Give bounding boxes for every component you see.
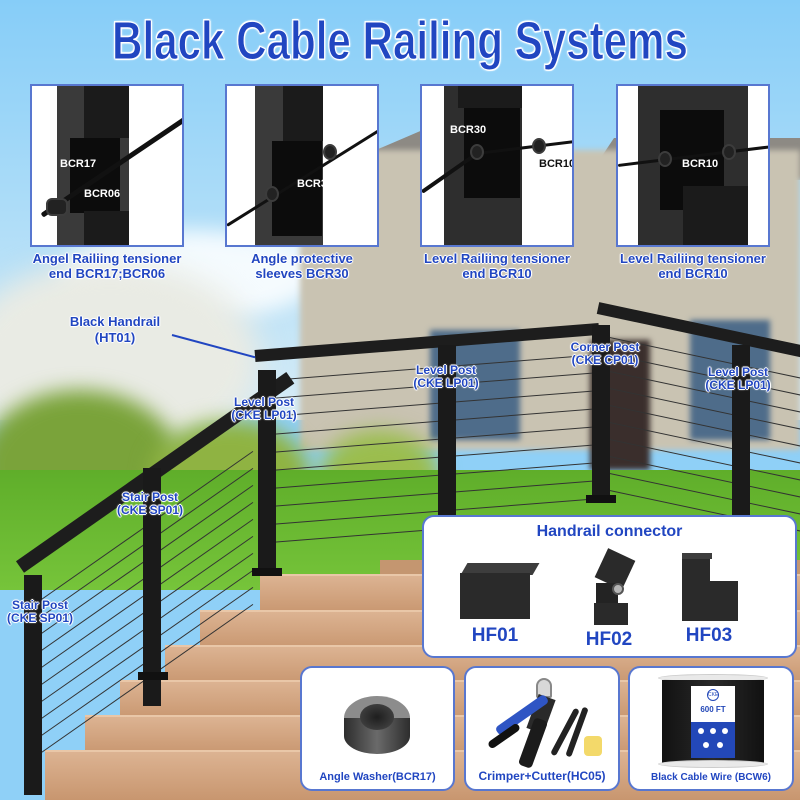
post-face [84,86,129,138]
callout-line: (CKE LP01) [231,408,297,422]
callout-line: (HT01) [94,330,136,345]
tensioner-end [532,138,546,154]
callout-line: Stair Post [11,598,68,612]
detail-panel-bcr30-bcr10: BCR30 BCR10 [420,84,574,247]
part-label: BCR10 [539,158,574,170]
callout-stair-post-2: Stair Post (CKE SP01) [110,491,190,517]
product-label: Black Cable Wire (BCW6) [651,772,771,783]
swivel-pin [612,583,624,595]
detail-caption: Angel Railiing tensioner end BCR17;BCR06 [7,251,207,281]
caption-line: end BCR10 [658,266,728,281]
washer-icon [344,696,410,758]
callout-line: Level Post [707,365,769,379]
corner-post [592,325,610,500]
part-label: BCR30 [297,178,334,190]
level-post-2 [438,345,456,520]
connector-label: HF03 [685,625,733,646]
callout-line: (CKE SP01) [6,611,74,625]
post-base [252,568,282,576]
callout-level-post-1: Level Post (CKE LP01) [222,396,306,422]
protective-sleeve [265,186,279,202]
caption-line: sleeves BCR30 [255,266,349,281]
tensioner-end [658,151,672,167]
feature-icon [710,728,716,734]
gloves [584,736,602,756]
detail-panel-bcr30: BCR30 [225,84,379,247]
detail-caption: Level Railiing tensioner end BCR10 [593,251,793,281]
product-card-angle-washer: Angle Washer(BCR17) [300,666,455,791]
post-face [283,86,323,141]
detail-caption: Angle protective sleeves BCR30 [202,251,402,281]
l-vertical [682,557,710,621]
tensioner-end [722,144,736,160]
callout-line: (CKE CP01) [571,353,639,367]
post-face [683,186,748,245]
part-label: BCR30 [450,124,487,136]
stair-post-2 [143,468,161,706]
cable-spool-icon: CKE 600 FT [658,674,768,770]
callout-line: (CKE LP01) [705,378,771,392]
level-post-1 [258,370,276,575]
callout-line: Black Handrail [69,314,161,329]
product-card-cable-wire: CKE 600 FT Black Cable Wire (BCW6) [628,666,794,791]
caption-line: Angle protective [251,251,353,266]
post-base [586,495,616,503]
callout-line: Corner Post [570,340,640,354]
l-top [682,553,712,559]
detail-panel-bcr17-bcr06: BCR17 BCR06 [30,84,184,247]
callout-corner-post: Corner Post (CKE CP01) [560,341,650,367]
tensioner-end [46,198,68,216]
post-face [84,211,129,245]
page-title: Black Cable Railing Systems [112,11,689,72]
handrail-connector-card: Handrail connector HF01 HF02 HF03 [422,515,797,658]
callout-handrail: Black Handrail (HT01) [40,314,190,346]
caption-line: end BCR17;BCR06 [48,266,166,281]
spool-length: 600 FT [700,705,726,714]
callout-line: Level Post [415,363,477,377]
callout-line: Level Post [233,395,295,409]
detail-caption: Level Railiing tensioner end BCR10 [397,251,597,281]
part-label: BCR17 [60,158,97,170]
level-post-3 [732,345,750,515]
l-horizontal [708,581,738,621]
protective-sleeve [323,144,337,160]
caption-line: Level Railiing tensioner [620,251,766,266]
crimper-cutter-icon [486,678,606,769]
product-card-crimper-cutter: Crimper+Cutter(HC05) [464,666,620,791]
crimper-grip [517,717,549,769]
feature-icon [698,728,704,734]
caption-line: Level Railiing tensioner [424,251,570,266]
caption-line: end BCR10 [462,266,532,281]
connector-label: HF02 [585,629,633,650]
post-face [458,86,522,108]
sleeve [470,144,484,160]
feature-icon [717,742,723,748]
part-label: BCR06 [84,188,121,200]
block-face [460,573,530,619]
connector-label: HF01 [471,625,519,646]
part-label: BCR10 [682,158,719,170]
product-label: Crimper+Cutter(HC05) [478,769,606,783]
spool-label: CKE 600 FT [691,686,735,758]
feature-icon [703,742,709,748]
stair-post-1 [24,575,42,795]
detail-panel-bcr10: BCR10 [616,84,770,247]
callout-line: (CKE LP01) [413,376,479,390]
post-base [138,672,168,680]
callout-level-post-2: Level Post (CKE LP01) [404,364,488,390]
callout-line: (CKE SP01) [116,503,184,517]
post-cutout [272,141,322,236]
card-title: Handrail connector [536,523,683,540]
spool-flange [658,760,768,768]
caption-line: Angel Railiing tensioner [32,251,182,266]
swivel-base [594,603,628,625]
product-label: Angle Washer(BCR17) [319,771,436,783]
callout-stair-post-1: Stair Post (CKE SP01) [0,599,80,625]
callout-line: Stair Post [121,490,178,504]
feature-icon [722,728,728,734]
brand-logo-icon: CKE [707,689,719,701]
washer-hole [360,704,394,730]
callout-level-post-3: Level Post (CKE LP01) [696,366,780,392]
